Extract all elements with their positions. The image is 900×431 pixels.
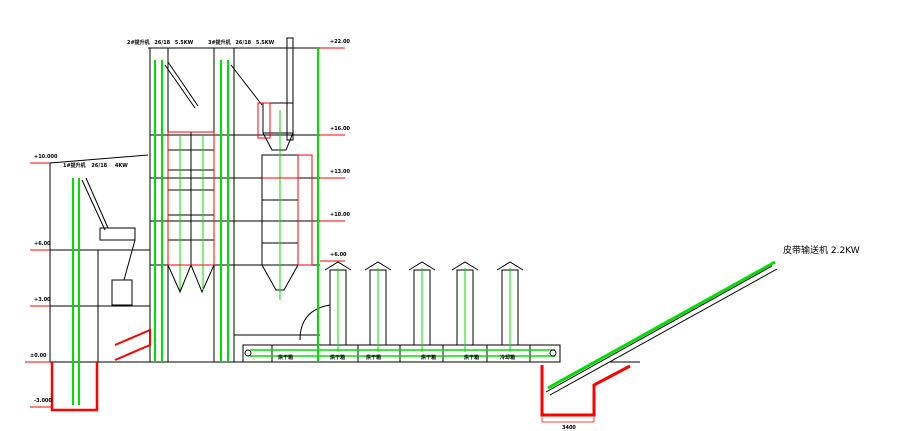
elevation-label: +10.00 [330, 212, 351, 218]
chamber-label: 烘干箱 [464, 354, 479, 361]
foundations [50, 102, 631, 423]
chamber-label: 烘干箱 [366, 354, 381, 361]
elevation-label: +16.00 [330, 126, 351, 132]
chamber-label: 冷却箱 [500, 354, 515, 361]
pit-dimension-line [541, 416, 595, 423]
exhaust-stacks [299, 261, 524, 346]
conveyor-label: 皮带输送机 2.2KW [783, 244, 860, 256]
equipment-lines [72, 48, 776, 405]
belt-conveyor [547, 260, 776, 390]
elevation-label: +13.00 [330, 169, 351, 175]
conveyor-pit [540, 364, 631, 417]
elevation-label: +22.00 [330, 39, 351, 45]
elevation-label: +3.00 [34, 297, 51, 303]
elevation-lines [25, 47, 345, 408]
chamber-labels: 烘干箱 烘干箱 烘干箱 烘干箱 烘干箱 冷却箱 [278, 354, 515, 361]
elevation-label: ±0.00 [30, 353, 47, 359]
chutes [81, 61, 778, 396]
elevator-labels: 1#提升机 26/18 4KW 2#提升机 26/18 5.5KW 3#提升机 … [63, 39, 275, 169]
chamber-label: 烘干箱 [278, 354, 293, 361]
elevator-1-label: 1#提升机 26/18 4KW [63, 162, 128, 169]
chamber-label: 烘干箱 [421, 354, 436, 361]
elevation-label: +10.000 [34, 154, 58, 160]
elevation-labels-left: +10.000 +6.00 +3.00 ±0.00 -3.000 [30, 154, 58, 404]
pulleys [244, 349, 557, 357]
elevation-label: +6.00 [34, 241, 51, 247]
elevation-labels-right: +22.00 +16.00 +13.00 +10.00 +6.00 [330, 39, 351, 258]
chamber-label: 烘干箱 [330, 354, 345, 361]
elevator-3-label: 3#提升机 26/18 5.5KW [208, 39, 275, 46]
elevation-label: +6.00 [330, 252, 347, 258]
pulley-icon [244, 349, 252, 357]
pit-dimension: 3400 [562, 425, 576, 431]
elevator-pit [50, 362, 99, 412]
elevation-label: -3.000 [34, 398, 52, 404]
pulley-icon [549, 349, 557, 357]
elevator-2-label: 2#提升机 26/18 5.5KW [127, 39, 194, 46]
